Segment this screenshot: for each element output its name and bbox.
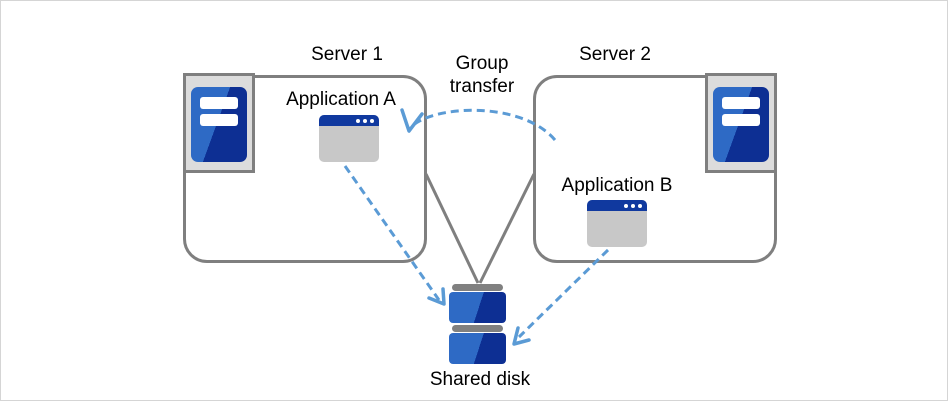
server2-label: Server 2 — [579, 44, 651, 65]
app-window-titlebar — [319, 115, 379, 126]
server2-to-disk-line — [478, 173, 536, 284]
server-tower-body — [191, 87, 247, 162]
application-a-label: Application A — [286, 89, 396, 110]
window-dot-icon — [631, 203, 635, 208]
group-transfer-label: Group transfer — [449, 53, 515, 98]
window-dot-icon — [370, 118, 374, 123]
server-slot — [722, 97, 760, 109]
window-dot-icon — [363, 118, 367, 123]
server-tower-icon — [705, 73, 777, 173]
disk-stack-icon — [449, 284, 506, 364]
app-window-icon — [319, 115, 379, 162]
server-slot — [200, 114, 238, 126]
window-dot-icon — [356, 118, 360, 123]
server-slot — [722, 114, 760, 126]
app-b-to-disk-arrow — [517, 248, 610, 339]
window-dot-icon — [638, 203, 642, 208]
disk-platter-bar — [452, 284, 503, 291]
server-slot — [200, 97, 238, 109]
server1-label: Server 1 — [311, 44, 383, 65]
disk-platter-bar — [452, 325, 503, 332]
application-b-label: Application B — [561, 175, 673, 196]
server-tower-body — [713, 87, 769, 162]
shared-disk-label: Shared disk — [429, 369, 531, 390]
disk-unit — [449, 292, 506, 323]
app-window-icon — [587, 200, 647, 247]
disk-unit — [449, 333, 506, 364]
window-dot-icon — [624, 203, 628, 208]
server-tower-icon — [183, 73, 255, 173]
server1-to-disk-line — [424, 173, 480, 284]
app-window-titlebar — [587, 200, 647, 211]
app-a-arrowhead-icon — [427, 287, 446, 306]
app-b-arrowhead-icon — [512, 326, 531, 346]
